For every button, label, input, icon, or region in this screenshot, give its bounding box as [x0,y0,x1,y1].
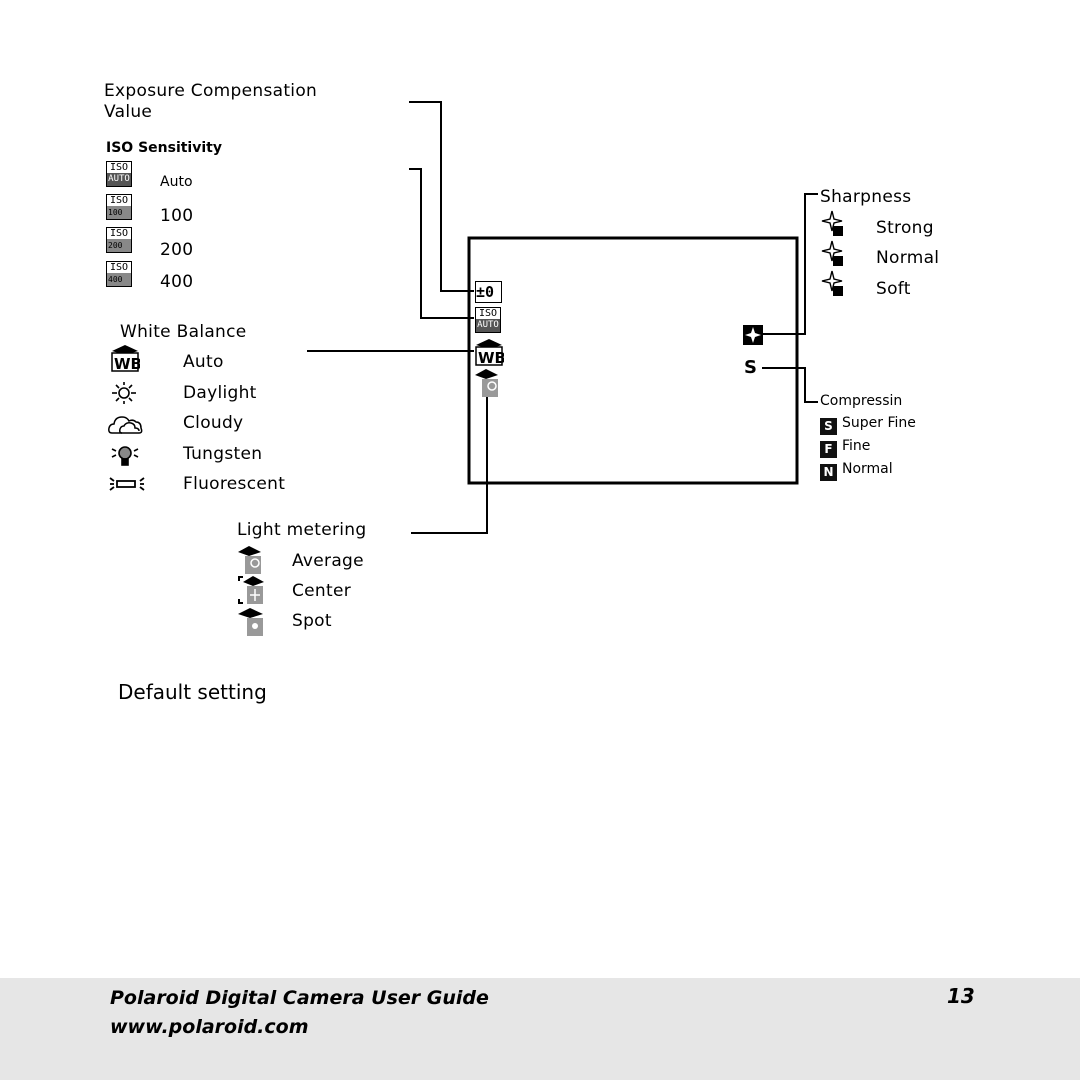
svg-text:WB: WB [114,355,140,372]
default-setting-note: Default setting [100,680,267,704]
metering-center-icon [237,575,267,609]
daylight-icon [110,381,138,409]
fluorescent-label: Fluorescent [183,474,286,494]
sharpness-soft-label: Soft [876,279,911,299]
wb-auto-label: Auto [183,352,224,372]
iso-400-label: 400 [160,272,194,292]
footer-url: www.polaroid.com [110,1016,309,1038]
white-balance-label: White Balance [120,322,247,342]
wb-auto-icon: WB [110,344,142,376]
compression-fine-label: Fine [842,438,871,454]
metering-average-label: Average [292,551,364,571]
iso-100-label: 100 [160,206,194,226]
tungsten-icon [110,443,140,473]
compression-label: Compressin [820,393,903,409]
sharpness-soft-icon [821,270,843,300]
normal-badge-icon: N [820,464,837,481]
sharpness-normal-icon [821,240,843,270]
superfine-badge-icon: S [820,418,837,435]
compression-normal-item: N Normal [820,461,893,481]
footer-title: Polaroid Digital Camera User Guide [110,987,489,1009]
metering-center-label: Center [292,581,352,601]
fluorescent-icon [109,475,145,497]
light-metering-label: Light metering [237,520,367,540]
wb-screen-icon: WB [474,338,506,370]
metering-screen-icon [474,368,502,402]
svg-text:WB: WB [478,349,504,366]
compression-superfine-item: S Super Fine [820,415,916,435]
compression-superfine-label: Super Fine [842,415,916,431]
exposure-label: Exposure Compensation Value [104,81,318,122]
tungsten-label: Tungsten [183,444,263,464]
compression-fine-item: F Fine [820,438,870,458]
compression-screen-indicator: S [744,357,757,378]
metering-spot-label: Spot [292,611,332,631]
sharpness-screen-icon [743,325,763,349]
daylight-label: Daylight [183,383,257,403]
page-number: 13 [947,984,975,1008]
sharpness-normal-label: Normal [876,248,940,268]
sharpness-strong-label: Strong [876,218,934,238]
cloudy-label: Cloudy [183,413,244,433]
exposure-screen-icon: ±0 [475,281,502,303]
metering-average-icon [237,545,265,579]
iso-auto-label: Auto [160,174,193,190]
iso-label: ISO Sensitivity [106,140,222,156]
page-footer [0,978,1080,1080]
sharpness-label: Sharpness [820,187,912,207]
default-setting-label: Default setting [118,680,267,704]
fine-badge-icon: F [820,441,837,458]
compression-normal-label: Normal [842,461,893,477]
iso-200-label: 200 [160,240,194,260]
metering-spot-icon [237,607,267,641]
sharpness-strong-icon [821,210,843,240]
cloudy-icon [108,411,148,441]
